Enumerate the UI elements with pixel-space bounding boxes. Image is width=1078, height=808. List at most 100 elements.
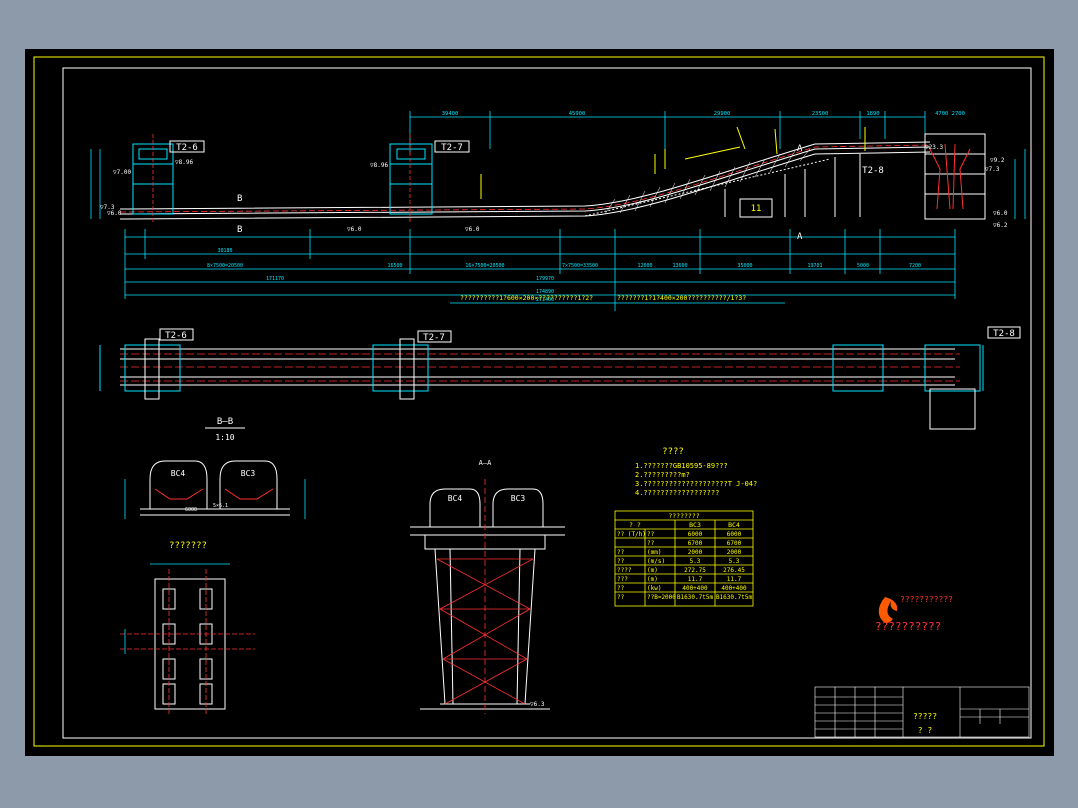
- mid-dim-11: 7200: [909, 263, 921, 269]
- table-cell: 400+400: [721, 585, 747, 592]
- level-3: ▽7.3: [100, 204, 115, 211]
- top-dim-2: 45900: [569, 111, 586, 117]
- section-b-dim-2: 5×6.1: [213, 503, 228, 509]
- table-cell: B1630.7t5m: [677, 594, 714, 601]
- plan-tag-right: T2-8: [993, 329, 1015, 339]
- mid-dim-10: 5000: [857, 263, 869, 269]
- note-line-3: 3.????????????????????T J-04?: [635, 480, 757, 488]
- table-cell: 11.7: [727, 576, 742, 583]
- level-11: ▽6.0: [993, 210, 1008, 217]
- note-line-2: 2.?????????m?: [635, 471, 690, 479]
- notes-title: ????: [662, 447, 684, 457]
- elevation-tag-right: T2-8: [862, 166, 884, 176]
- table-cell: 400+400: [682, 585, 708, 592]
- mid-dim-3: 16500: [387, 263, 402, 269]
- section-b-scale: 1:10: [215, 433, 234, 442]
- table-header-0: ? ?: [629, 521, 641, 529]
- table-cell: ??B=2000: [647, 594, 676, 601]
- total-dim-4: 271400: [536, 297, 554, 303]
- section-mark-a-lower: A: [797, 232, 803, 242]
- box-label: 11: [751, 204, 762, 214]
- mid-dim-9: 19701: [807, 263, 822, 269]
- table-cell: (m): [647, 576, 658, 583]
- mid-dim-7: 13600: [672, 263, 687, 269]
- section-mark-a-upper: A: [797, 144, 803, 154]
- table-cell: 2000: [688, 549, 703, 556]
- table-cell: 5.3: [690, 558, 701, 565]
- section-b-belt-2: BC3: [241, 469, 256, 478]
- table-cell: 11.7: [688, 576, 703, 583]
- table-cell: ??: [617, 549, 625, 556]
- table-cell: 6000: [727, 531, 742, 538]
- title-block: ????? ? ?: [814, 686, 1030, 738]
- level-5: ▽8.96: [370, 162, 388, 169]
- total-dim-3: 174890: [536, 289, 554, 295]
- table-cell: 276.45: [723, 567, 745, 574]
- table-title: ????????: [668, 512, 699, 520]
- plan-view: T2-6 T2-7 T2-8 T2-8: [99, 166, 1015, 430]
- cad-drawing: 11: [33, 56, 1045, 747]
- top-dim-3: 29900: [714, 111, 731, 117]
- section-b-dim-1: 6000: [185, 507, 197, 513]
- logo-subtitle: ??????????: [875, 620, 941, 633]
- table-cell: (kw): [647, 585, 661, 592]
- elevation-note-2: ???????1?1?400×200??????????/1?3?: [617, 294, 746, 302]
- section-a-title: A—A: [479, 459, 492, 467]
- top-dim-5: 1890: [866, 111, 879, 117]
- table-cell: 6700: [688, 540, 703, 547]
- inner-frame: [62, 67, 1032, 739]
- table-cell: 5.3: [729, 558, 740, 565]
- table-cell: ?? (T/h): [617, 531, 646, 538]
- level-4: ▽6.0: [107, 210, 122, 217]
- elevation-view: 11: [90, 111, 1026, 339]
- mid-dim-5: 7×7500=33500: [562, 263, 598, 269]
- notes-block: ???? 1.???????GB10595-89??? 2.?????????m…: [635, 447, 757, 497]
- drawing-sub: ? ?: [918, 726, 933, 735]
- elevation-note-1: ??????????1?600×200×??????????1?2?: [460, 294, 593, 302]
- flame-icon: [878, 597, 898, 623]
- level-1: ▽7.00: [113, 169, 131, 176]
- table-header-2: BC4: [728, 521, 740, 529]
- logo-company: ???????????: [900, 595, 953, 604]
- transfer-tower-middle: [389, 143, 433, 215]
- top-dim-1: 39400: [442, 111, 459, 117]
- table-cell: 2000: [727, 549, 742, 556]
- table-cell: ??: [617, 558, 625, 565]
- mid-dim-8: 35000: [737, 263, 752, 269]
- section-b-belt-1: BC4: [171, 469, 186, 478]
- table-cell: ???: [617, 576, 628, 583]
- plan-tag-left: T2-6: [165, 331, 187, 341]
- level-2: ▽8.96: [175, 159, 193, 166]
- table-cell: (m/s): [647, 558, 665, 565]
- level-12: ▽6.2: [993, 222, 1008, 229]
- tag-left: T2-6: [176, 143, 198, 153]
- plan-tag-middle: T2-7: [423, 333, 445, 343]
- pier-plan-title: ???????: [169, 541, 207, 551]
- table-cell: ????: [617, 567, 632, 574]
- section-mark-b-lower: B: [237, 225, 242, 235]
- table-cell: (m): [647, 567, 658, 574]
- table-cell: 272.75: [684, 567, 706, 574]
- mid-dim-6: 12000: [637, 263, 652, 269]
- table-cell: 6700: [727, 540, 742, 547]
- section-a-belt-1: BC4: [448, 494, 463, 503]
- table-cell: ??: [617, 594, 625, 601]
- company-logo: ??????????? ??????????: [875, 595, 953, 633]
- section-a-a: A—A BC4 BC3 ▽6.3: [410, 459, 565, 714]
- section-a-belt-2: BC3: [511, 494, 526, 503]
- table-cell: ??: [647, 531, 655, 538]
- table-cell: B1630.7t5m: [716, 594, 753, 601]
- note-line-4: 4.??????????????????: [635, 489, 719, 497]
- mid-dim-2: 8×7500=20500: [207, 263, 243, 269]
- mid-dim-4: 16×7500=20500: [465, 263, 504, 269]
- table-cell: ??: [647, 540, 655, 547]
- level-6: ▽6.0: [347, 226, 362, 233]
- section-a-level: ▽6.3: [530, 701, 545, 708]
- level-10: ▽7.3: [985, 166, 1000, 173]
- level-9: ▽9.2: [990, 157, 1005, 164]
- tag-middle: T2-7: [441, 143, 463, 153]
- top-dim-6: 4700 2700: [935, 111, 965, 117]
- section-b-b: B—B 1:10 BC4 BC3 6000 5×6.1: [124, 417, 306, 519]
- pier-plan: ???????: [120, 541, 255, 714]
